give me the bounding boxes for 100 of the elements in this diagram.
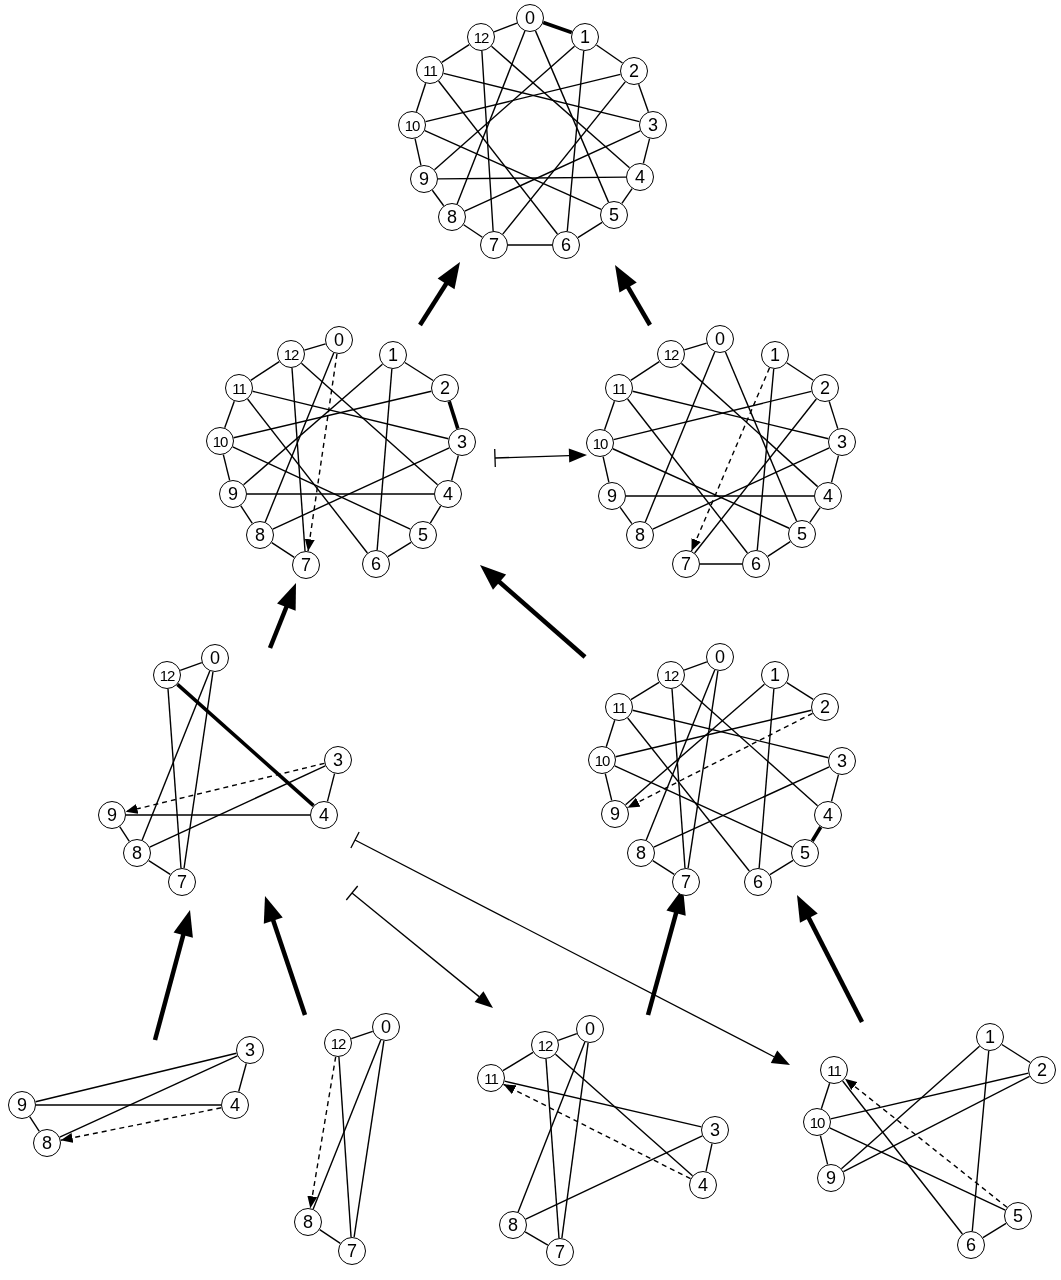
edge-line [376, 368, 393, 551]
vertex-circle: 6 [552, 231, 580, 259]
vertex-circle: 6 [362, 550, 390, 578]
edge-line [625, 495, 815, 497]
edge-line [246, 398, 369, 554]
vertex-circle: 2 [620, 57, 648, 85]
vertex-circle: 5 [788, 520, 816, 548]
edge-line [34, 1052, 238, 1103]
edge-line [542, 20, 573, 35]
edge-line [524, 1135, 704, 1220]
edge-line [167, 688, 182, 869]
edge-line [642, 137, 651, 165]
edge-line [338, 1056, 352, 1238]
vertex-circle: 2 [811, 693, 839, 721]
vertex-circle: 9 [598, 482, 626, 510]
edge-line [429, 505, 442, 524]
vertex-circle: 12 [277, 340, 305, 368]
vertex-circle: 8 [626, 521, 654, 549]
edge-line [119, 826, 130, 842]
edge-line [224, 400, 235, 429]
edge-line [437, 80, 559, 235]
edge-line [517, 1041, 586, 1213]
edge-line [437, 176, 627, 180]
edge-line [545, 1058, 560, 1239]
edge-line [828, 1127, 1007, 1211]
edge-line [626, 398, 749, 554]
edge-line [829, 1072, 1030, 1120]
edge-line [1001, 1043, 1031, 1064]
edge-line [982, 1222, 1007, 1239]
arrow [124, 762, 326, 814]
edge-line [561, 1042, 589, 1239]
edge-line [148, 859, 171, 876]
vertex-circle: 9 [601, 800, 629, 828]
edge-line [462, 224, 484, 238]
edge-line [687, 670, 719, 869]
vertex-circle: 3 [324, 746, 352, 774]
edge-line [756, 368, 775, 551]
edge-line [524, 1231, 549, 1246]
vertex-circle: 5 [791, 839, 819, 867]
vertex-circle: 3 [639, 111, 667, 139]
edge-line [631, 709, 830, 759]
vertex-circle: 0 [325, 326, 353, 354]
edge-line [841, 1080, 964, 1235]
vertex-circle: 10 [588, 746, 616, 774]
edge-line [652, 859, 675, 876]
edge-line [671, 688, 686, 869]
edge-line [554, 1053, 694, 1177]
vertex-circle: 3 [701, 1116, 729, 1144]
edge-line [141, 670, 211, 841]
edge-line [240, 505, 253, 524]
edge-line [456, 30, 526, 205]
arrow [307, 1056, 337, 1209]
edge-line [604, 772, 613, 802]
edge-line [415, 82, 427, 113]
edge-line [680, 362, 819, 488]
arrow [60, 1107, 222, 1143]
vertex-circle: 2 [431, 374, 459, 402]
vertex-circle: 4 [221, 1091, 249, 1119]
edge-line [312, 1039, 382, 1210]
edge-line [605, 719, 616, 748]
edge-line [842, 1075, 1031, 1173]
edge-line [264, 352, 335, 523]
edge-line [819, 1134, 829, 1166]
vertex-circle: 12 [324, 1029, 352, 1057]
edge-line [442, 72, 641, 123]
edge-line [183, 671, 214, 869]
edge-line [612, 390, 813, 441]
arrow [690, 367, 771, 552]
vertex-circle: 7 [338, 1237, 366, 1265]
edge-line [627, 717, 750, 872]
edge-line [303, 343, 327, 351]
edge-line [630, 681, 660, 701]
vertex-circle: 4 [814, 482, 842, 510]
edge-line [557, 1033, 578, 1041]
edge-line [493, 22, 518, 33]
edge-line [232, 446, 411, 530]
edge-line [490, 45, 631, 169]
edge-line [644, 351, 716, 523]
vertex-circle: 7 [292, 551, 320, 579]
vertex-circle: 9 [817, 1164, 845, 1192]
edge-line [577, 221, 603, 239]
vertex-circle: 4 [689, 1171, 717, 1199]
edge-line [414, 137, 422, 167]
edge-line [125, 814, 311, 816]
edge-line [350, 1030, 374, 1040]
edge-line [971, 1050, 990, 1232]
vertex-circle: 0 [576, 1015, 604, 1043]
vertex-circle: 2 [1028, 1056, 1056, 1084]
edge-line [840, 1045, 981, 1170]
edge-line [693, 398, 818, 554]
vertex-circle: 4 [626, 163, 654, 191]
edge-line [612, 448, 790, 529]
arrow [626, 712, 814, 809]
vertex-circle: 11 [477, 1064, 505, 1092]
edge-line [534, 30, 610, 203]
vertex-circle: 4 [434, 480, 462, 508]
edge-line [250, 360, 280, 382]
vertex-circle: 4 [310, 801, 338, 829]
edge-line [619, 506, 633, 525]
edge-line [326, 772, 336, 803]
